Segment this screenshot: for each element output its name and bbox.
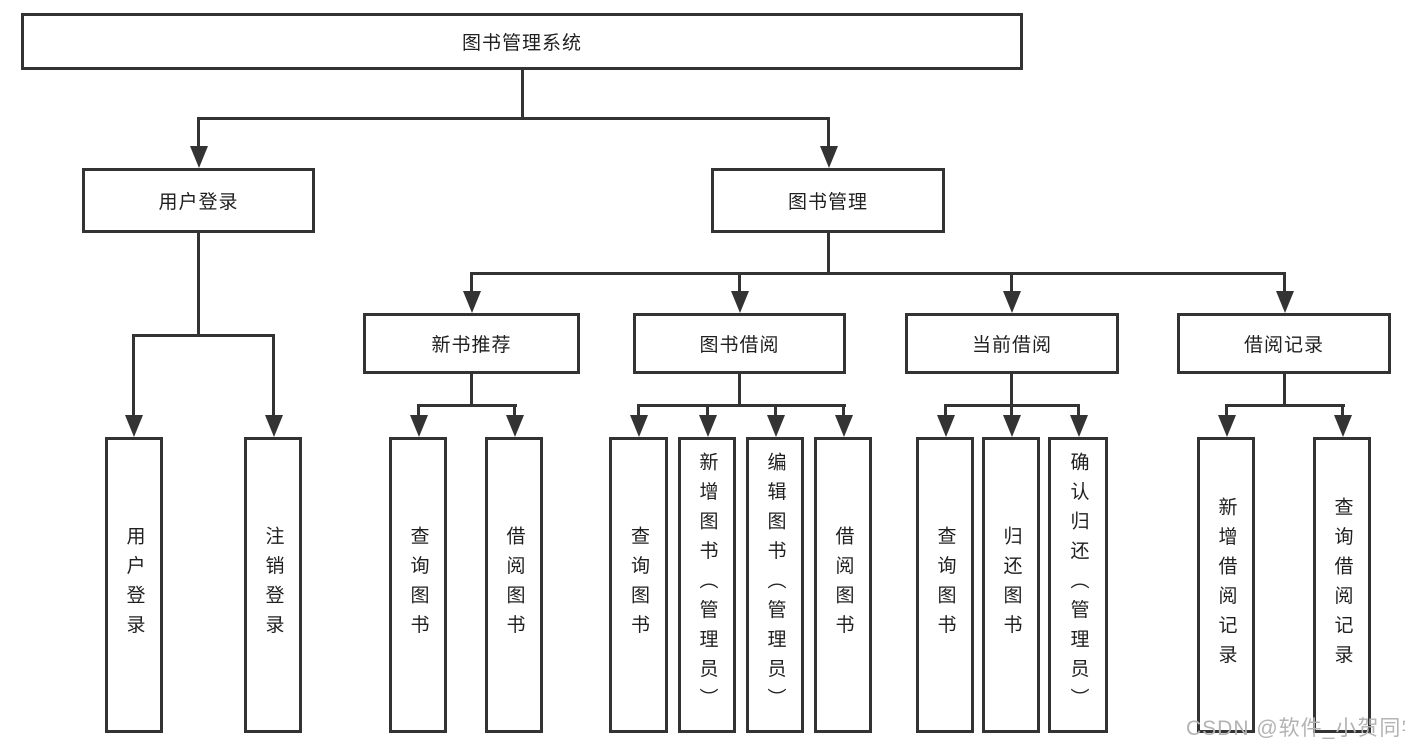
node-root: 图书管理系统 xyxy=(21,13,1023,70)
node-user-login: 用户登录 xyxy=(82,168,315,233)
connector-bb-stem xyxy=(738,374,741,407)
node-new-book-recommend: 新书推荐 xyxy=(363,313,580,374)
connector-bookmgmt-stem xyxy=(827,233,830,275)
arrow-down-icon xyxy=(937,415,955,437)
leaf-cb-confirm-return-admin: 确认归还（管理员） xyxy=(1048,437,1108,733)
connector-nbr-stem xyxy=(470,374,473,407)
leaf-br-query-record-label: 查询借阅记录 xyxy=(1331,496,1353,674)
leaf-bb-borrow-books-label: 借阅图书 xyxy=(832,526,854,644)
connector-bookmgmt-hbar xyxy=(470,272,1286,275)
connector-nbr-hbar xyxy=(417,404,517,407)
arrow-down-icon xyxy=(630,415,648,437)
connector-to-cb-confirm xyxy=(1077,404,1080,417)
connector-to-user-login xyxy=(197,117,200,148)
leaf-bb-borrow-books: 借阅图书 xyxy=(814,437,872,733)
arrow-down-icon xyxy=(125,415,143,437)
connector-to-leaf-logout xyxy=(272,334,275,417)
connector-to-book-management xyxy=(827,117,830,148)
leaf-bb-edit-books-admin: 编辑图书（管理员） xyxy=(746,437,804,733)
leaf-bb-edit-books-admin-label: 编辑图书（管理员） xyxy=(764,452,786,718)
connector-to-new-book-recommend xyxy=(470,272,473,293)
arrow-down-icon xyxy=(835,415,853,437)
leaf-br-query-record: 查询借阅记录 xyxy=(1313,437,1371,733)
connector-to-current-borrow xyxy=(1010,272,1013,293)
connector-to-bb-edit xyxy=(774,404,777,417)
arrow-down-icon xyxy=(190,146,208,168)
arrow-down-icon xyxy=(1070,415,1088,437)
connector-to-borrow-records xyxy=(1283,272,1286,293)
connector-to-leaf-user-login xyxy=(132,334,135,417)
leaf-cb-return-books-label: 归还图书 xyxy=(1000,526,1022,644)
leaf-nb-borrow-books-label: 借阅图书 xyxy=(503,526,525,644)
arrow-down-icon xyxy=(820,146,838,168)
leaf-br-add-record: 新增借阅记录 xyxy=(1197,437,1255,733)
leaf-logout: 注销登录 xyxy=(244,437,302,733)
node-book-management: 图书管理 xyxy=(711,168,945,233)
connector-userlogin-stem xyxy=(197,233,200,337)
node-current-borrow-label: 当前借阅 xyxy=(971,335,1052,356)
connector-root-hbar xyxy=(197,117,830,120)
arrow-down-icon xyxy=(767,415,785,437)
node-book-borrow: 图书借阅 xyxy=(633,313,846,374)
connector-to-nb-borrow xyxy=(513,404,516,417)
connector-to-br-add xyxy=(1225,404,1228,417)
connector-br-stem xyxy=(1283,374,1286,407)
leaf-bb-add-books-admin: 新增图书（管理员） xyxy=(678,437,736,733)
node-root-label: 图书管理系统 xyxy=(461,33,582,54)
node-user-login-label: 用户登录 xyxy=(158,192,239,213)
connector-to-bb-add xyxy=(706,404,709,417)
connector-to-bb-borrow xyxy=(842,404,845,417)
leaf-nb-query-books-label: 查询图书 xyxy=(407,526,429,644)
arrow-down-icon xyxy=(731,291,749,313)
arrow-down-icon xyxy=(463,291,481,313)
leaf-user-login-label: 用户登录 xyxy=(123,526,145,644)
leaf-cb-query-books-label: 查询图书 xyxy=(934,526,956,644)
node-book-borrow-label: 图书借阅 xyxy=(699,335,780,356)
arrow-down-icon xyxy=(410,415,428,437)
leaf-br-add-record-label: 新增借阅记录 xyxy=(1215,496,1237,674)
leaf-cb-confirm-return-admin-label: 确认归还（管理员） xyxy=(1067,452,1089,718)
node-new-book-recommend-label: 新书推荐 xyxy=(431,335,512,356)
connector-to-br-query xyxy=(1341,404,1344,417)
leaf-bb-query-books-label: 查询图书 xyxy=(628,526,649,644)
arrow-down-icon xyxy=(506,415,524,437)
leaf-nb-query-books: 查询图书 xyxy=(389,437,447,733)
connector-to-book-borrow xyxy=(738,272,741,293)
node-current-borrow: 当前借阅 xyxy=(905,313,1119,374)
leaf-user-login: 用户登录 xyxy=(105,437,163,733)
connector-to-cb-return xyxy=(1010,404,1013,417)
connector-to-nb-query xyxy=(417,404,420,417)
arrow-down-icon xyxy=(1334,415,1352,437)
arrow-down-icon xyxy=(699,415,717,437)
leaf-logout-label: 注销登录 xyxy=(262,526,284,644)
arrow-down-icon xyxy=(1276,291,1294,313)
leaf-nb-borrow-books: 借阅图书 xyxy=(485,437,543,733)
connector-br-hbar xyxy=(1225,404,1345,407)
arrow-down-icon xyxy=(1218,415,1236,437)
csdn-watermark: CSDN @软件_小贺同学 xyxy=(1186,717,1405,740)
leaf-cb-query-books: 查询图书 xyxy=(916,437,974,733)
connector-to-bb-query xyxy=(637,404,640,417)
leaf-bb-add-books-admin-label: 新增图书（管理员） xyxy=(696,452,718,718)
arrow-down-icon xyxy=(265,415,283,437)
connector-root-stem xyxy=(521,69,524,118)
connector-to-cb-query xyxy=(944,404,947,417)
node-book-management-label: 图书管理 xyxy=(787,192,868,213)
arrow-down-icon xyxy=(1003,415,1021,437)
connector-userlogin-hbar xyxy=(132,334,275,337)
connector-bb-hbar xyxy=(637,404,846,407)
node-borrow-records: 借阅记录 xyxy=(1177,313,1391,374)
connector-cb-stem xyxy=(1010,374,1013,407)
node-borrow-records-label: 借阅记录 xyxy=(1243,335,1324,356)
leaf-bb-query-books: 查询图书 xyxy=(609,437,668,733)
leaf-cb-return-books: 归还图书 xyxy=(982,437,1040,733)
arrow-down-icon xyxy=(1003,291,1021,313)
